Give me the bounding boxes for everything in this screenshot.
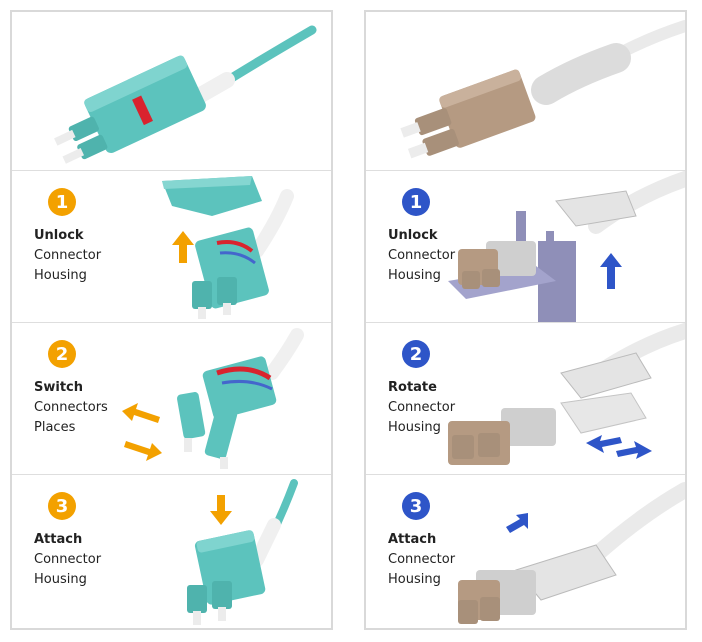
step-label: Unlock Connector Housing	[34, 226, 101, 286]
step-number-badge: 2	[402, 340, 430, 368]
unlock-beige-illustration	[448, 171, 685, 323]
rotate-beige-illustration	[448, 323, 685, 465]
right-step-3: 3 Attach Connector Housing	[366, 474, 685, 626]
step-number-badge: 3	[402, 492, 430, 520]
step-number-badge: 1	[402, 188, 430, 216]
left-step-1: 1 Unlock Connector Housing	[12, 170, 331, 322]
step-label: Rotate Connector Housing	[388, 378, 455, 438]
switch-aqua-illustration	[122, 328, 304, 469]
step-line: Housing	[388, 572, 441, 587]
step-line: Housing	[34, 572, 87, 587]
arrow-rotate-icon	[122, 403, 162, 461]
step-label: Switch Connectors Places	[34, 378, 108, 438]
unlock-aqua-illustration	[162, 176, 294, 319]
step-line: Connector	[34, 552, 102, 567]
arrow-rotate-icon	[586, 435, 652, 459]
step-title: Unlock	[34, 228, 84, 243]
arrow-up-icon	[506, 513, 528, 533]
right-step-1: 1 Unlock Connector Housing	[366, 170, 685, 323]
step-number-badge: 1	[48, 188, 76, 216]
left-step-3: 3 Attach Connector Housing	[12, 474, 331, 626]
left-hero-row	[12, 12, 331, 170]
right-panel: 1 Unlock Connector Housing 2	[364, 10, 687, 630]
step-title: Switch	[34, 380, 84, 395]
left-step-2: 2 Switch Connectors Places	[12, 322, 331, 474]
arrow-up-icon	[172, 231, 194, 263]
lc-beige-connector-hero	[400, 20, 685, 159]
step-line: Connector	[388, 400, 456, 415]
step-label: Unlock Connector Housing	[388, 226, 455, 286]
step-label: Attach Connector Housing	[388, 530, 455, 590]
attach-beige-illustration	[458, 482, 685, 624]
step-title: Rotate	[388, 380, 437, 395]
step-label: Attach Connector Housing	[34, 530, 101, 590]
step-line: Housing	[388, 420, 441, 435]
arrow-up-icon	[600, 253, 622, 289]
attach-aqua-illustration	[187, 479, 298, 625]
lc-aqua-connector-hero	[54, 25, 317, 164]
step-number-badge: 3	[48, 492, 76, 520]
step-title: Attach	[388, 532, 437, 547]
step-title: Unlock	[388, 228, 438, 243]
step-line: Connector	[388, 248, 456, 263]
right-hero-row	[366, 12, 685, 170]
step-line: Housing	[34, 268, 87, 283]
step-line: Housing	[388, 268, 441, 283]
step-line: Connectors	[34, 400, 108, 415]
left-panel: 1 Unlock Connector Housing 2	[10, 10, 333, 630]
arrow-down-icon	[210, 495, 232, 525]
right-step-2: 2 Rotate Connector Housing	[366, 322, 685, 474]
step-line: Places	[34, 420, 76, 435]
step-number-badge: 2	[48, 340, 76, 368]
step-line: Connector	[388, 552, 456, 567]
step-line: Connector	[34, 248, 102, 263]
step-title: Attach	[34, 532, 83, 547]
